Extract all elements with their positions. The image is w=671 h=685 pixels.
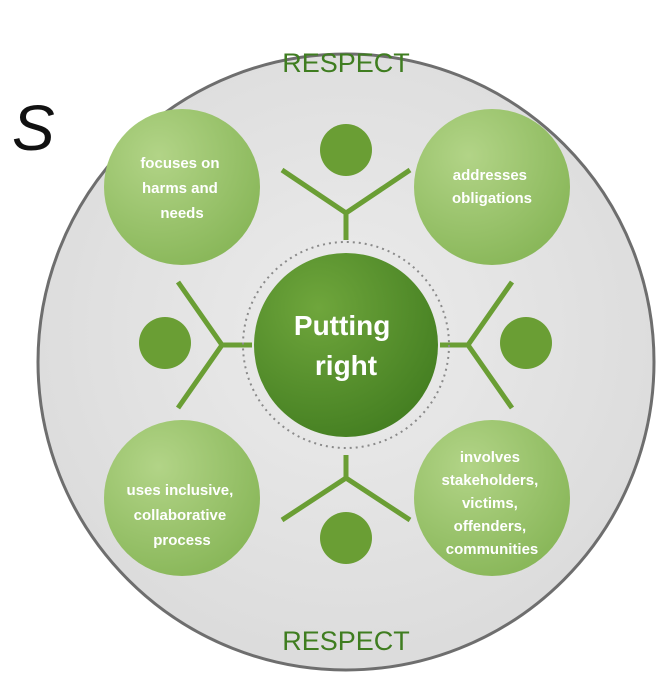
- respect-label-top: RESPECT: [282, 48, 410, 78]
- bottom-figure-head: [320, 512, 372, 564]
- petal-bottom-left-text: uses inclusive, collaborative process: [127, 482, 238, 549]
- petal-top-right: addresses obligations: [414, 109, 570, 265]
- petal-top-left-text: focuses on harms and needs: [140, 155, 223, 222]
- respect-label-bottom: RESPECT: [282, 626, 410, 656]
- petal-bottom-right: involves stakeholders, victims, offender…: [414, 420, 570, 576]
- top-figure-head: [320, 124, 372, 176]
- center-dotted-ring: [242, 241, 450, 449]
- connector-lines: [175, 167, 515, 523]
- center-circle: [254, 253, 438, 437]
- petal-bottom-left: uses inclusive, collaborative process: [104, 420, 260, 576]
- center-text: Putting right: [294, 310, 398, 381]
- petal-top-left: focuses on harms and needs: [104, 109, 260, 265]
- petal-top-right-text: addresses obligations: [452, 167, 532, 207]
- left-figure-head: [139, 317, 191, 369]
- margin-handwritten-glyph: S: [12, 92, 55, 164]
- right-figure-head: [500, 317, 552, 369]
- petal-bottom-right-text: involves stakeholders, victims, offender…: [442, 449, 543, 558]
